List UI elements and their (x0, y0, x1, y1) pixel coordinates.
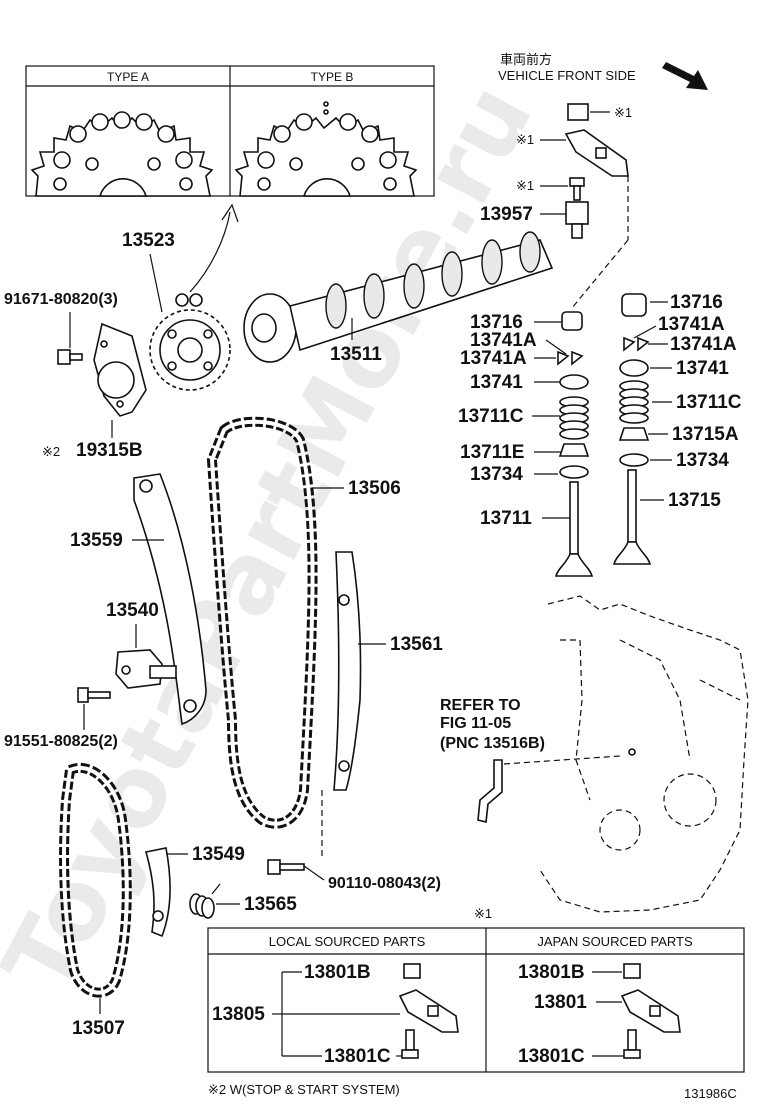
bolt-91671-icon (57, 349, 83, 365)
label-13715a: 13715A (672, 424, 739, 445)
label-13741a-right-2: 13741A (670, 334, 737, 355)
japan-screw-icon (623, 1029, 641, 1059)
chain-guide-13561-icon (333, 551, 362, 791)
label-13741a-right-1: 13741A (658, 314, 725, 335)
label-91551: 91551-80825(2) (4, 733, 118, 750)
chain-damper-13549-icon (144, 847, 171, 938)
star1-mark-b: ※1 (516, 132, 534, 147)
seal-left-icon (558, 443, 590, 457)
label-13511: 13511 (330, 344, 382, 365)
timing-chain-icon (206, 416, 318, 829)
spring-left-icon (559, 396, 589, 440)
lifter-right-icon (621, 293, 647, 317)
lash-adjuster-icon (565, 201, 589, 239)
label-13711e: 13711E (460, 442, 524, 463)
star1-mark-c: ※1 (516, 178, 534, 193)
label-13741-right: 13741 (676, 358, 729, 379)
keeper-left-icon (557, 350, 584, 366)
japan-label-13801b: 13801B (518, 962, 585, 983)
label-13711: 13711 (480, 508, 532, 529)
type-a-label: TYPE A (107, 70, 149, 84)
valve-intake-icon (554, 481, 594, 577)
label-13507: 13507 (72, 1018, 125, 1039)
seat-right-icon (619, 453, 649, 467)
plate-19315b-icon (93, 322, 147, 417)
cam-sprocket-icon (149, 293, 231, 391)
bolt-91551-icon (77, 687, 111, 703)
label-13549: 13549 (192, 844, 245, 865)
refer-line3: (PNC 13516B) (440, 735, 545, 752)
refer-line2: FIG 11-05 (440, 715, 511, 732)
star2-mark: ※2 (42, 444, 60, 459)
spring-right-icon (619, 380, 649, 424)
tensioner-13540-icon (115, 649, 177, 689)
label-13716-left: 13716 (470, 312, 523, 333)
label-13559: 13559 (70, 530, 123, 551)
label-90110: 90110-08043(2) (328, 875, 441, 892)
type-reference-arrow (189, 211, 231, 293)
label-19315b: 19315B (76, 440, 143, 461)
rocker-arm-icon (564, 129, 629, 177)
japan-rocker-icon (620, 989, 681, 1033)
parts-table: LOCAL SOURCED PARTS JAPAN SOURCED PARTS … (207, 927, 745, 1073)
label-13506: 13506 (348, 478, 401, 499)
seat-left-icon (559, 465, 589, 479)
oil-pump-chain-icon (59, 763, 132, 998)
label-13734-right: 13734 (676, 450, 729, 471)
label-13741-left: 13741 (470, 372, 523, 393)
japan-label-13801c: 13801C (518, 1046, 585, 1067)
type-b-label: TYPE B (311, 70, 354, 84)
local-label-13801b: 13801B (304, 962, 371, 983)
local-rocker-icon (398, 989, 459, 1033)
retainer-right-icon (619, 359, 649, 377)
keeper-right-icon (623, 336, 650, 352)
vehicle-front-arrow-icon (662, 62, 708, 90)
label-13741a-left-2: 13741A (460, 348, 527, 369)
figure-code: 131986C (684, 1086, 737, 1101)
japan-sourced-header: JAPAN SOURCED PARTS (537, 934, 693, 949)
spring-13565-icon (189, 883, 221, 919)
chain-slipper-13559-icon (133, 473, 207, 726)
label-13716-right: 13716 (670, 292, 723, 313)
sprocket-type-a-icon (30, 111, 214, 197)
label-13957: 13957 (480, 204, 533, 225)
vehicle-front-jp: 車両前方 (500, 52, 552, 67)
label-13523: 13523 (122, 230, 175, 251)
bolt-90110-icon (267, 859, 305, 875)
valve-exhaust-icon (612, 469, 652, 565)
label-91671: 91671-80820(3) (4, 291, 118, 308)
label-13711c-right: 13711C (676, 392, 742, 413)
retainer-left-icon (559, 374, 589, 390)
label-13565: 13565 (244, 894, 297, 915)
refer-line1: REFER TO (440, 697, 521, 714)
label-13734-left: 13734 (470, 464, 523, 485)
screw-top-icon (569, 177, 585, 201)
label-13715: 13715 (668, 490, 721, 511)
engine-block-icon (539, 595, 749, 913)
label-13741a-left-1: 13741A (470, 330, 537, 351)
star1-mark-a: ※1 (614, 105, 632, 120)
seal-right-icon (618, 427, 650, 441)
sprocket-type-b-icon (234, 101, 418, 197)
nut-13801b-top-icon (567, 103, 589, 121)
oil-pipe-icon (477, 759, 503, 823)
lifter-left-icon (561, 311, 583, 331)
type-box: TYPE A TYPE B (25, 65, 435, 197)
label-13711c-left: 13711C (458, 406, 524, 427)
local-label-13801c: 13801C (324, 1046, 391, 1067)
label-13540: 13540 (106, 600, 159, 621)
footnote: ※2 W(STOP & START SYSTEM) (208, 1082, 400, 1097)
local-label-13805: 13805 (212, 1004, 265, 1025)
local-screw-icon (401, 1029, 419, 1059)
label-13561: 13561 (390, 634, 443, 655)
camshaft-icon (243, 231, 554, 363)
star1-mark-table: ※1 (474, 906, 492, 921)
local-sourced-header: LOCAL SOURCED PARTS (269, 934, 426, 949)
vehicle-front-en: VEHICLE FRONT SIDE (498, 68, 636, 83)
japan-label-13801: 13801 (534, 992, 587, 1013)
local-nut-icon (403, 963, 421, 979)
japan-nut-icon (623, 963, 641, 979)
